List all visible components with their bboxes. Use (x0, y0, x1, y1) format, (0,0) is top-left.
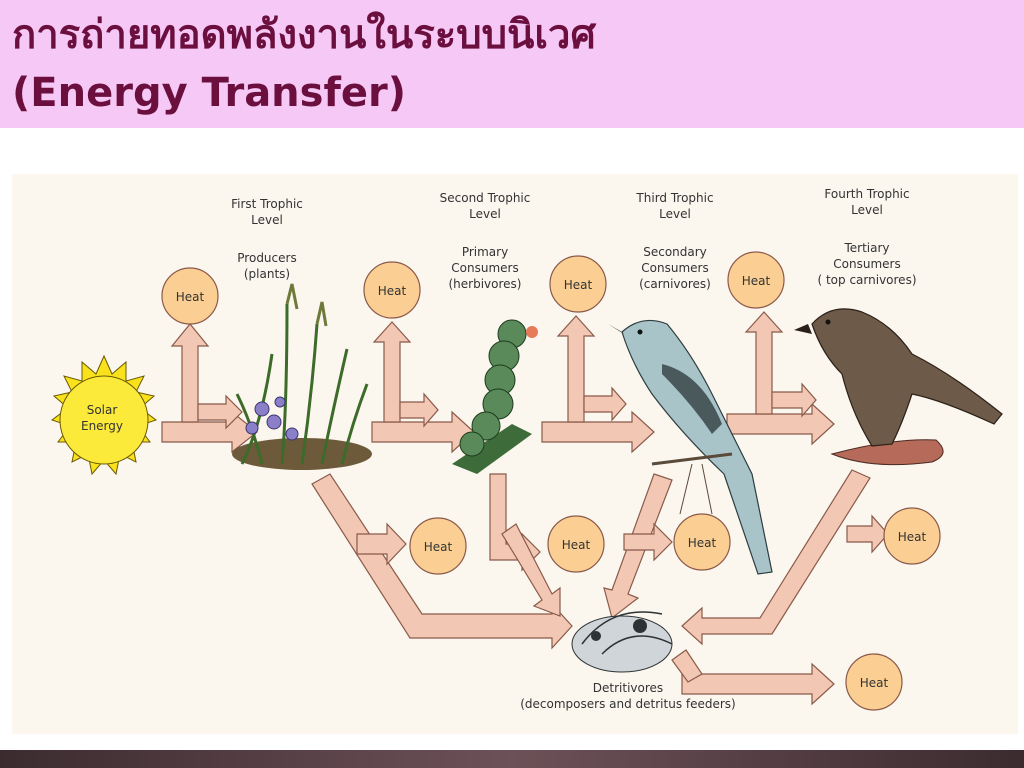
level-2-role-b: Consumers (451, 261, 518, 275)
sun-icon: Solar Energy (50, 354, 158, 476)
arrow-detritus-to-heat (681, 662, 835, 706)
slide-body: Solar Energy (0, 128, 1024, 750)
level-1-role-a: Producers (237, 251, 296, 265)
energy-transfer-figure: Solar Energy (12, 174, 1018, 734)
arrow-herbivores-to-carnivores (541, 410, 655, 454)
level-2-title-b: Level (469, 207, 501, 221)
arrow-side-1 (197, 394, 243, 430)
sun-label-2: Energy (81, 419, 123, 433)
arrow-detritus-link (671, 649, 703, 683)
heat-circle-2 (363, 261, 421, 319)
heat-circle-8 (883, 507, 941, 565)
arrow-carnivores-to-heat (623, 522, 673, 562)
detritivores-icon (571, 611, 673, 673)
arrow-top-to-heat (846, 514, 889, 554)
title-bar: การถ่ายทอดพลังงานในระบบนิเวศ (Energy Tra… (0, 0, 1024, 128)
detritivores-label: Detritivores (593, 681, 663, 695)
arrow-herbivores-to-detritus (501, 523, 561, 617)
heat-circle-5 (409, 517, 467, 575)
energy-flow-diagram: Solar Energy (50, 187, 1003, 711)
heat-circle-1 (161, 267, 219, 325)
heat-label-1: Heat (176, 290, 205, 304)
arrow-producers-to-heat (356, 522, 407, 566)
arrow-side-4 (771, 382, 817, 418)
detritivores-sublabel: (decomposers and detritus feeders) (520, 697, 736, 711)
level-3-role-c: (carnivores) (639, 277, 711, 291)
title-line-2: (Energy Transfer) (12, 70, 407, 116)
level-2-role-a: Primary (462, 245, 508, 259)
heat-label-5: Heat (424, 540, 453, 554)
level-1-role-b: (plants) (244, 267, 290, 281)
flow-arrows (161, 311, 889, 706)
arrow-carnivores-to-top (726, 402, 835, 446)
slide-title: การถ่ายทอดพลังงานในระบบนิเวศ (Energy Tra… (12, 6, 1024, 122)
level-3-role-a: Secondary (643, 245, 707, 259)
level-1-title-a: First Trophic (231, 197, 303, 211)
heat-circle-6 (547, 515, 605, 573)
level-4-role-c: ( top carnivores) (817, 273, 916, 287)
heat-label-7: Heat (688, 536, 717, 550)
level-1-title-b: Level (251, 213, 283, 227)
level-3-title-b: Level (659, 207, 691, 221)
arrow-side-3 (583, 386, 627, 422)
caterpillar-icon (452, 319, 538, 474)
trophic-labels: First Trophic Level Producers (plants) S… (231, 187, 916, 291)
heat-label-8: Heat (898, 530, 927, 544)
arrow-top-to-detritus (681, 469, 871, 646)
heat-label-3: Heat (564, 278, 593, 292)
heat-label-9: Heat (860, 676, 889, 690)
arrow-side-2 (399, 392, 439, 428)
level-4-title-a: Fourth Trophic (824, 187, 909, 201)
heat-circle-4 (727, 251, 785, 309)
mockingbird-icon (608, 319, 773, 575)
level-2-role-c: (herbivores) (449, 277, 522, 291)
title-line-1: การถ่ายทอดพลังงานในระบบนิเวศ (12, 12, 596, 58)
sun-label-1: Solar (87, 403, 118, 417)
level-2-title-a: Second Trophic (440, 191, 531, 205)
level-4-role-b: Consumers (833, 257, 900, 271)
heat-circle-3 (549, 255, 607, 313)
heat-label-6: Heat (562, 538, 591, 552)
level-3-title-a: Third Trophic (635, 191, 713, 205)
level-3-role-b: Consumers (641, 261, 708, 275)
bottom-strip (0, 750, 1024, 768)
heat-label-4: Heat (742, 274, 771, 288)
producers-plants-icon (232, 283, 372, 470)
heat-circles: Heat Heat Heat Heat Heat Heat Heat Heat … (161, 251, 941, 711)
heat-circle-9 (845, 653, 903, 711)
level-4-title-b: Level (851, 203, 883, 217)
hawk-icon (794, 308, 1003, 466)
heat-circle-7 (673, 513, 731, 571)
heat-label-2: Heat (378, 284, 407, 298)
level-4-role-a: Tertiary (843, 241, 889, 255)
